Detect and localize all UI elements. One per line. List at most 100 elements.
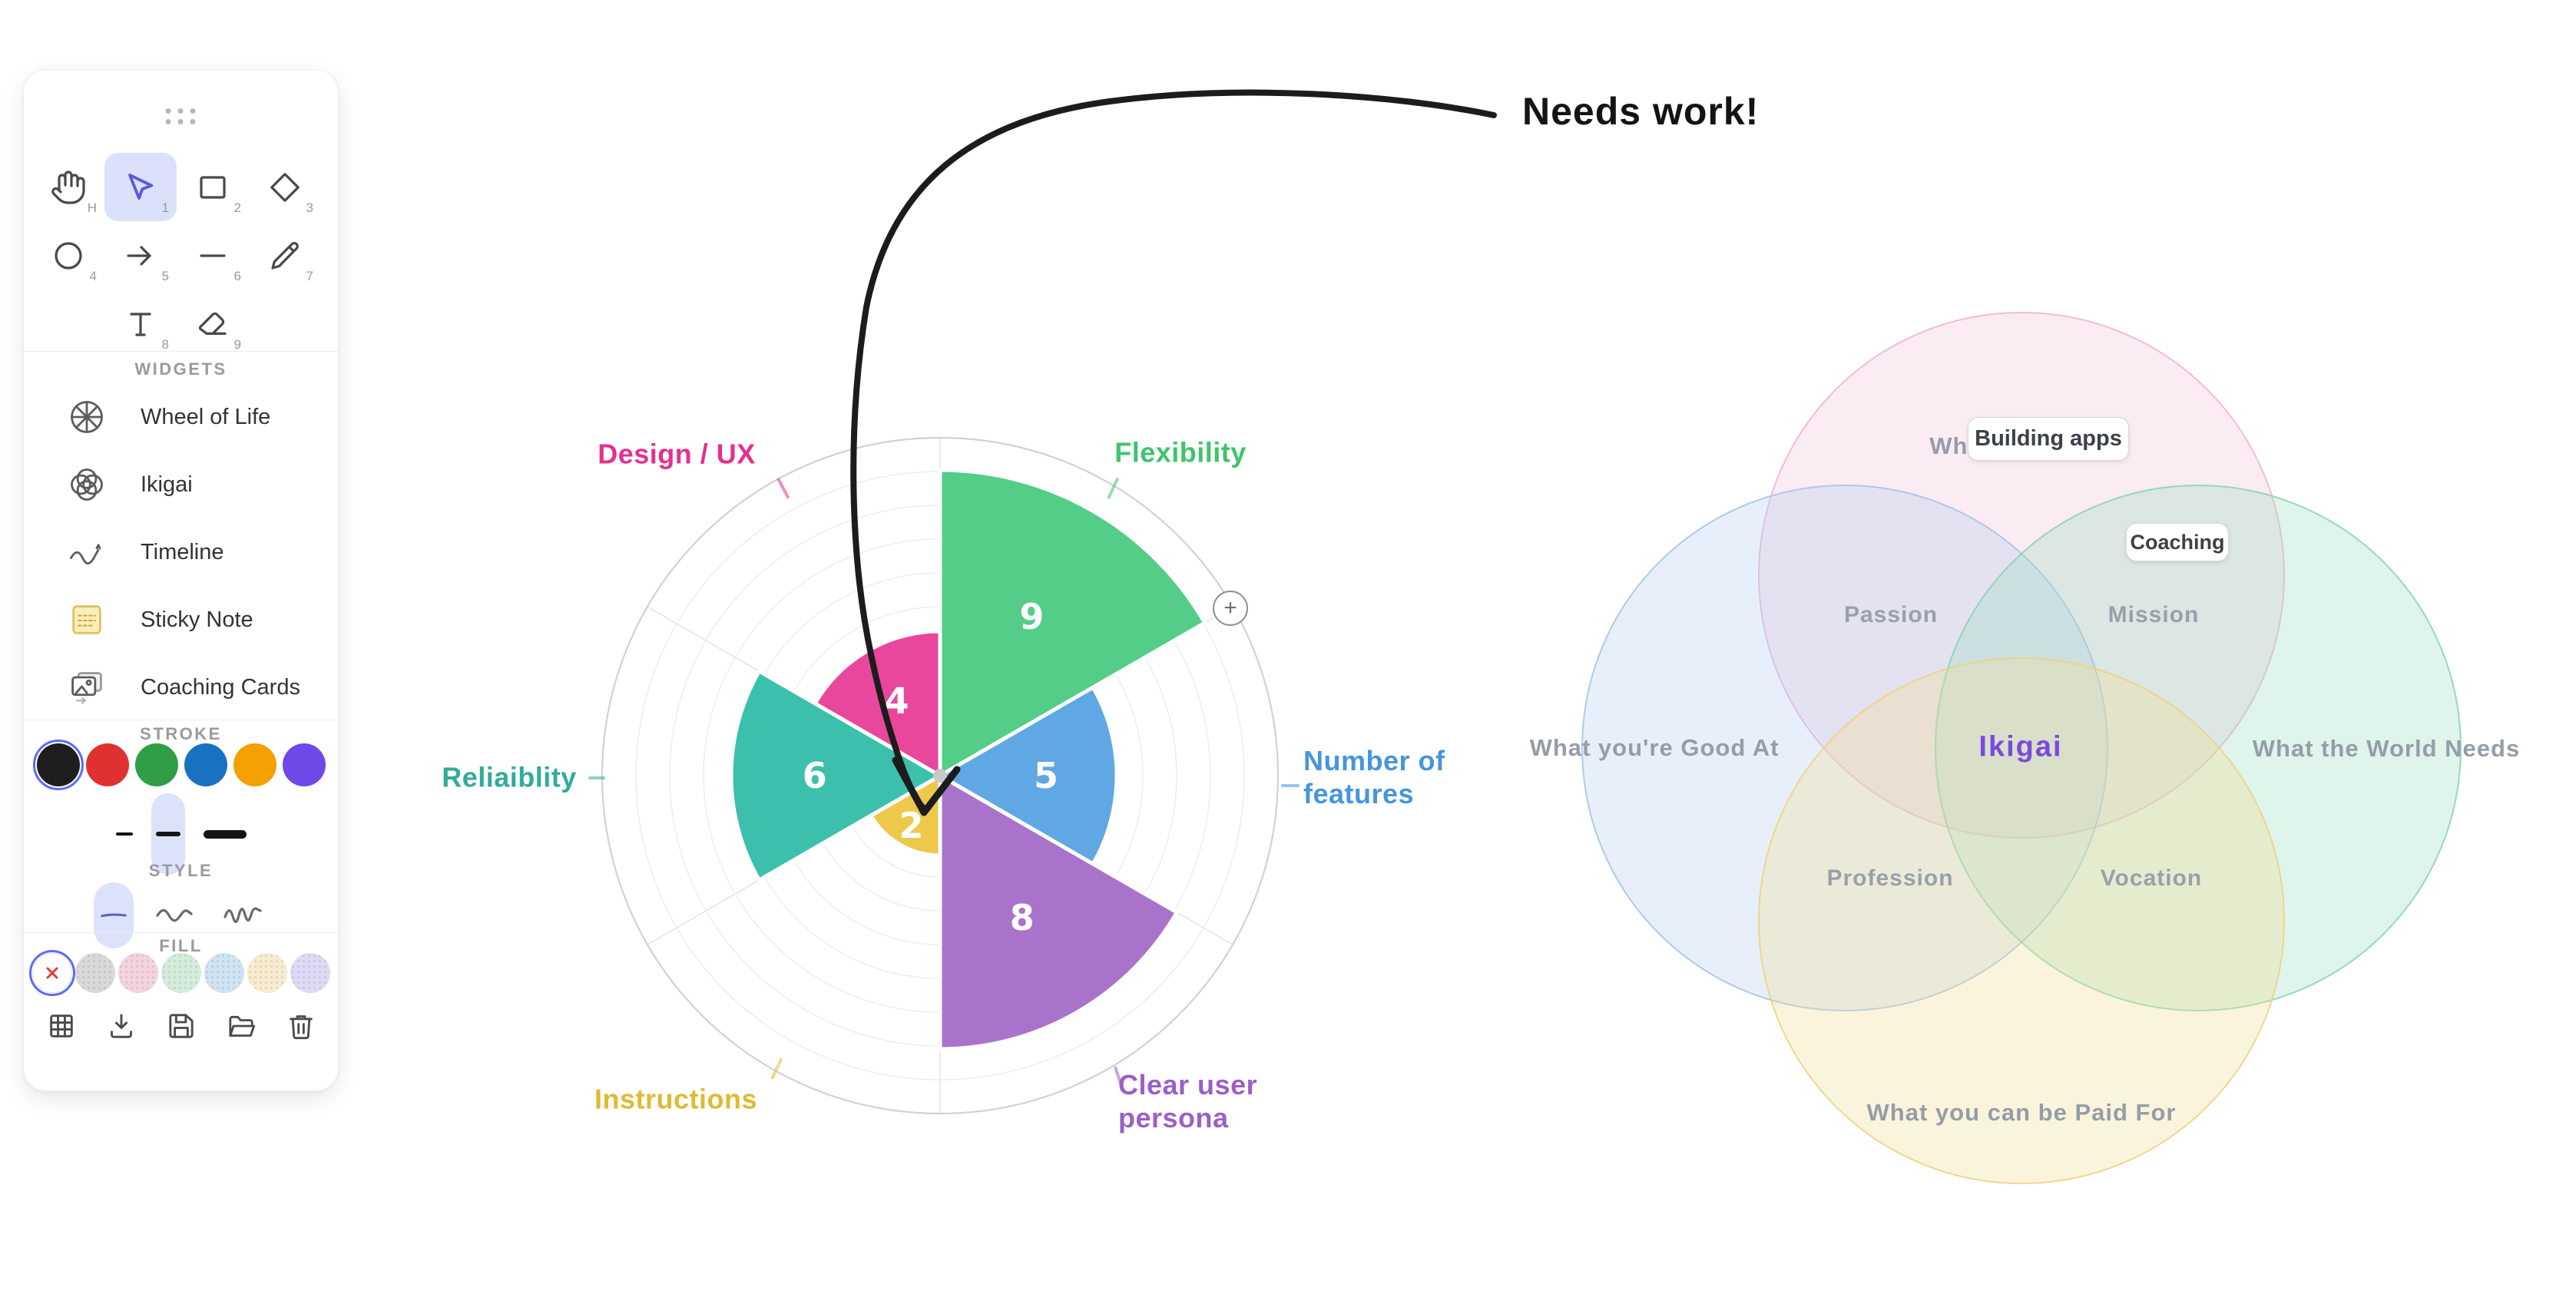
annotation-text[interactable]: Needs work! xyxy=(1522,90,1760,133)
clear-canvas-button[interactable] xyxy=(286,1011,316,1045)
tool-arrow[interactable]: 5 xyxy=(104,221,177,290)
tool-rectangle[interactable]: 2 xyxy=(177,153,249,221)
stroke-color-red[interactable] xyxy=(85,743,129,786)
widget-ikigai[interactable]: Ikigai xyxy=(24,451,338,518)
panel-actions-row xyxy=(24,1011,338,1045)
shortcut-label: 6 xyxy=(233,269,241,283)
tool-text[interactable]: 8 xyxy=(104,290,177,358)
svg-text:2: 2 xyxy=(899,805,924,846)
add-category-button[interactable]: + xyxy=(1213,591,1248,626)
stroke-color-purple[interactable] xyxy=(282,743,326,786)
rectangle-icon xyxy=(200,175,226,199)
fill-color-none[interactable] xyxy=(28,950,75,996)
wheel-sector-4 xyxy=(729,669,942,882)
stroke-color-orange[interactable] xyxy=(233,743,276,786)
hand-icon xyxy=(51,170,85,204)
fill-color-yellow[interactable] xyxy=(247,953,287,993)
ikigai-circle-label: What you're Good At xyxy=(1529,734,1780,761)
ikigai-intersection-label: Mission xyxy=(2107,602,2200,627)
fill-color-gray[interactable] xyxy=(74,953,115,993)
ikigai-diagram[interactable] xyxy=(1567,292,2488,1213)
arrow-icon xyxy=(127,245,151,266)
widget-label: Timeline xyxy=(141,539,224,564)
widget-timeline[interactable]: Timeline xyxy=(24,518,338,586)
stroke-color-black[interactable] xyxy=(32,740,84,790)
line-icon xyxy=(200,253,226,257)
coaching-cards-icon xyxy=(71,672,102,704)
ikigai-center-label: Ikigai xyxy=(1978,730,2063,763)
select-cursor-icon xyxy=(128,173,154,200)
wheel-category-label[interactable]: Design / UX xyxy=(598,438,756,470)
style-wavy[interactable] xyxy=(149,882,201,948)
shortcut-label: 8 xyxy=(161,337,169,352)
wheel-category-label[interactable]: Number of features xyxy=(1303,744,1445,809)
ikigai-circle-label: What you can be Paid For xyxy=(1866,1099,2177,1126)
stroke-color-green[interactable] xyxy=(134,743,178,786)
shortcut-label: 2 xyxy=(233,200,241,215)
widget-coaching-cards[interactable]: Coaching Cards xyxy=(24,654,338,721)
wheel-category-label[interactable]: Flexibility xyxy=(1114,436,1247,468)
fill-color-row xyxy=(24,950,338,996)
style-scribble[interactable] xyxy=(217,882,269,948)
widget-label: Coaching Cards xyxy=(141,674,300,700)
shortcut-label: 7 xyxy=(306,269,313,283)
wheel-category-label[interactable]: Clear user persona xyxy=(1118,1068,1258,1134)
tool-panel: H 1 2 3 4 5 6 7 xyxy=(23,69,339,1091)
tool-ellipse[interactable]: 4 xyxy=(32,221,104,290)
wavy-line-icon xyxy=(155,908,193,922)
ikigai-intersection-label: Profession xyxy=(1826,865,1954,891)
widget-wheel-of-life[interactable]: Wheel of Life xyxy=(24,383,338,451)
save-button[interactable] xyxy=(166,1011,197,1045)
ikigai-circle-2 xyxy=(1935,485,2462,1011)
fill-color-pink[interactable] xyxy=(118,953,158,993)
save-icon xyxy=(168,1014,194,1038)
grid-icon xyxy=(49,1014,73,1038)
grid-toggle-button[interactable] xyxy=(46,1011,77,1045)
stroke-width-thick[interactable] xyxy=(199,793,251,875)
timeline-icon xyxy=(70,544,101,564)
tool-hand[interactable]: H xyxy=(32,153,104,221)
fill-color-green[interactable] xyxy=(161,953,201,993)
annotation-arrow[interactable] xyxy=(806,69,1544,845)
tool-grid: H 1 2 3 4 5 6 7 xyxy=(32,153,321,358)
widget-sticky-note[interactable]: Sticky Note xyxy=(24,586,338,654)
diamond-icon xyxy=(270,172,300,202)
wheel-category-label[interactable]: Reliaiblity xyxy=(442,761,577,793)
download-button[interactable] xyxy=(106,1011,137,1045)
style-straight[interactable] xyxy=(93,882,134,948)
svg-text:6: 6 xyxy=(803,755,827,796)
stroke-color-blue[interactable] xyxy=(184,743,227,786)
tool-pencil[interactable]: 7 xyxy=(249,221,321,290)
tool-select[interactable]: 1 xyxy=(104,153,177,221)
tool-line[interactable]: 6 xyxy=(177,221,249,290)
widgets-section-label: WIDGETS xyxy=(134,359,227,379)
drag-handle-icon[interactable] xyxy=(165,108,197,124)
tool-eraser[interactable]: 9 xyxy=(177,290,249,358)
fill-color-lavender[interactable] xyxy=(290,953,330,993)
divider xyxy=(24,932,338,933)
wheel-of-life-icon xyxy=(71,401,103,433)
style-section-label: STYLE xyxy=(148,861,214,880)
divider xyxy=(24,351,338,352)
label-tick xyxy=(588,776,605,779)
ikigai-circle-3 xyxy=(1758,657,2285,1184)
ikigai-tag[interactable]: Coaching xyxy=(2126,523,2229,561)
line-style-row xyxy=(24,882,338,948)
stroke-color-row xyxy=(24,740,338,790)
ikigai-tag[interactable]: Building apps xyxy=(1968,417,2129,461)
label-tick xyxy=(1281,784,1300,787)
open-folder-icon xyxy=(228,1015,255,1037)
fill-color-blue[interactable] xyxy=(204,953,244,993)
ellipse-icon xyxy=(55,241,82,270)
wheel-category-label[interactable]: Instructions xyxy=(594,1083,758,1115)
trash-icon xyxy=(289,1015,313,1040)
svg-text:9: 9 xyxy=(1019,596,1044,637)
svg-text:8: 8 xyxy=(1010,897,1035,938)
stroke-width-thin[interactable] xyxy=(111,793,137,875)
wheel-sector-2 xyxy=(938,773,1179,1051)
stroke-width-medium[interactable] xyxy=(151,793,185,875)
open-file-button[interactable] xyxy=(226,1011,257,1045)
fill-section-label: FILL xyxy=(159,936,203,955)
tool-diamond[interactable]: 3 xyxy=(249,153,321,221)
